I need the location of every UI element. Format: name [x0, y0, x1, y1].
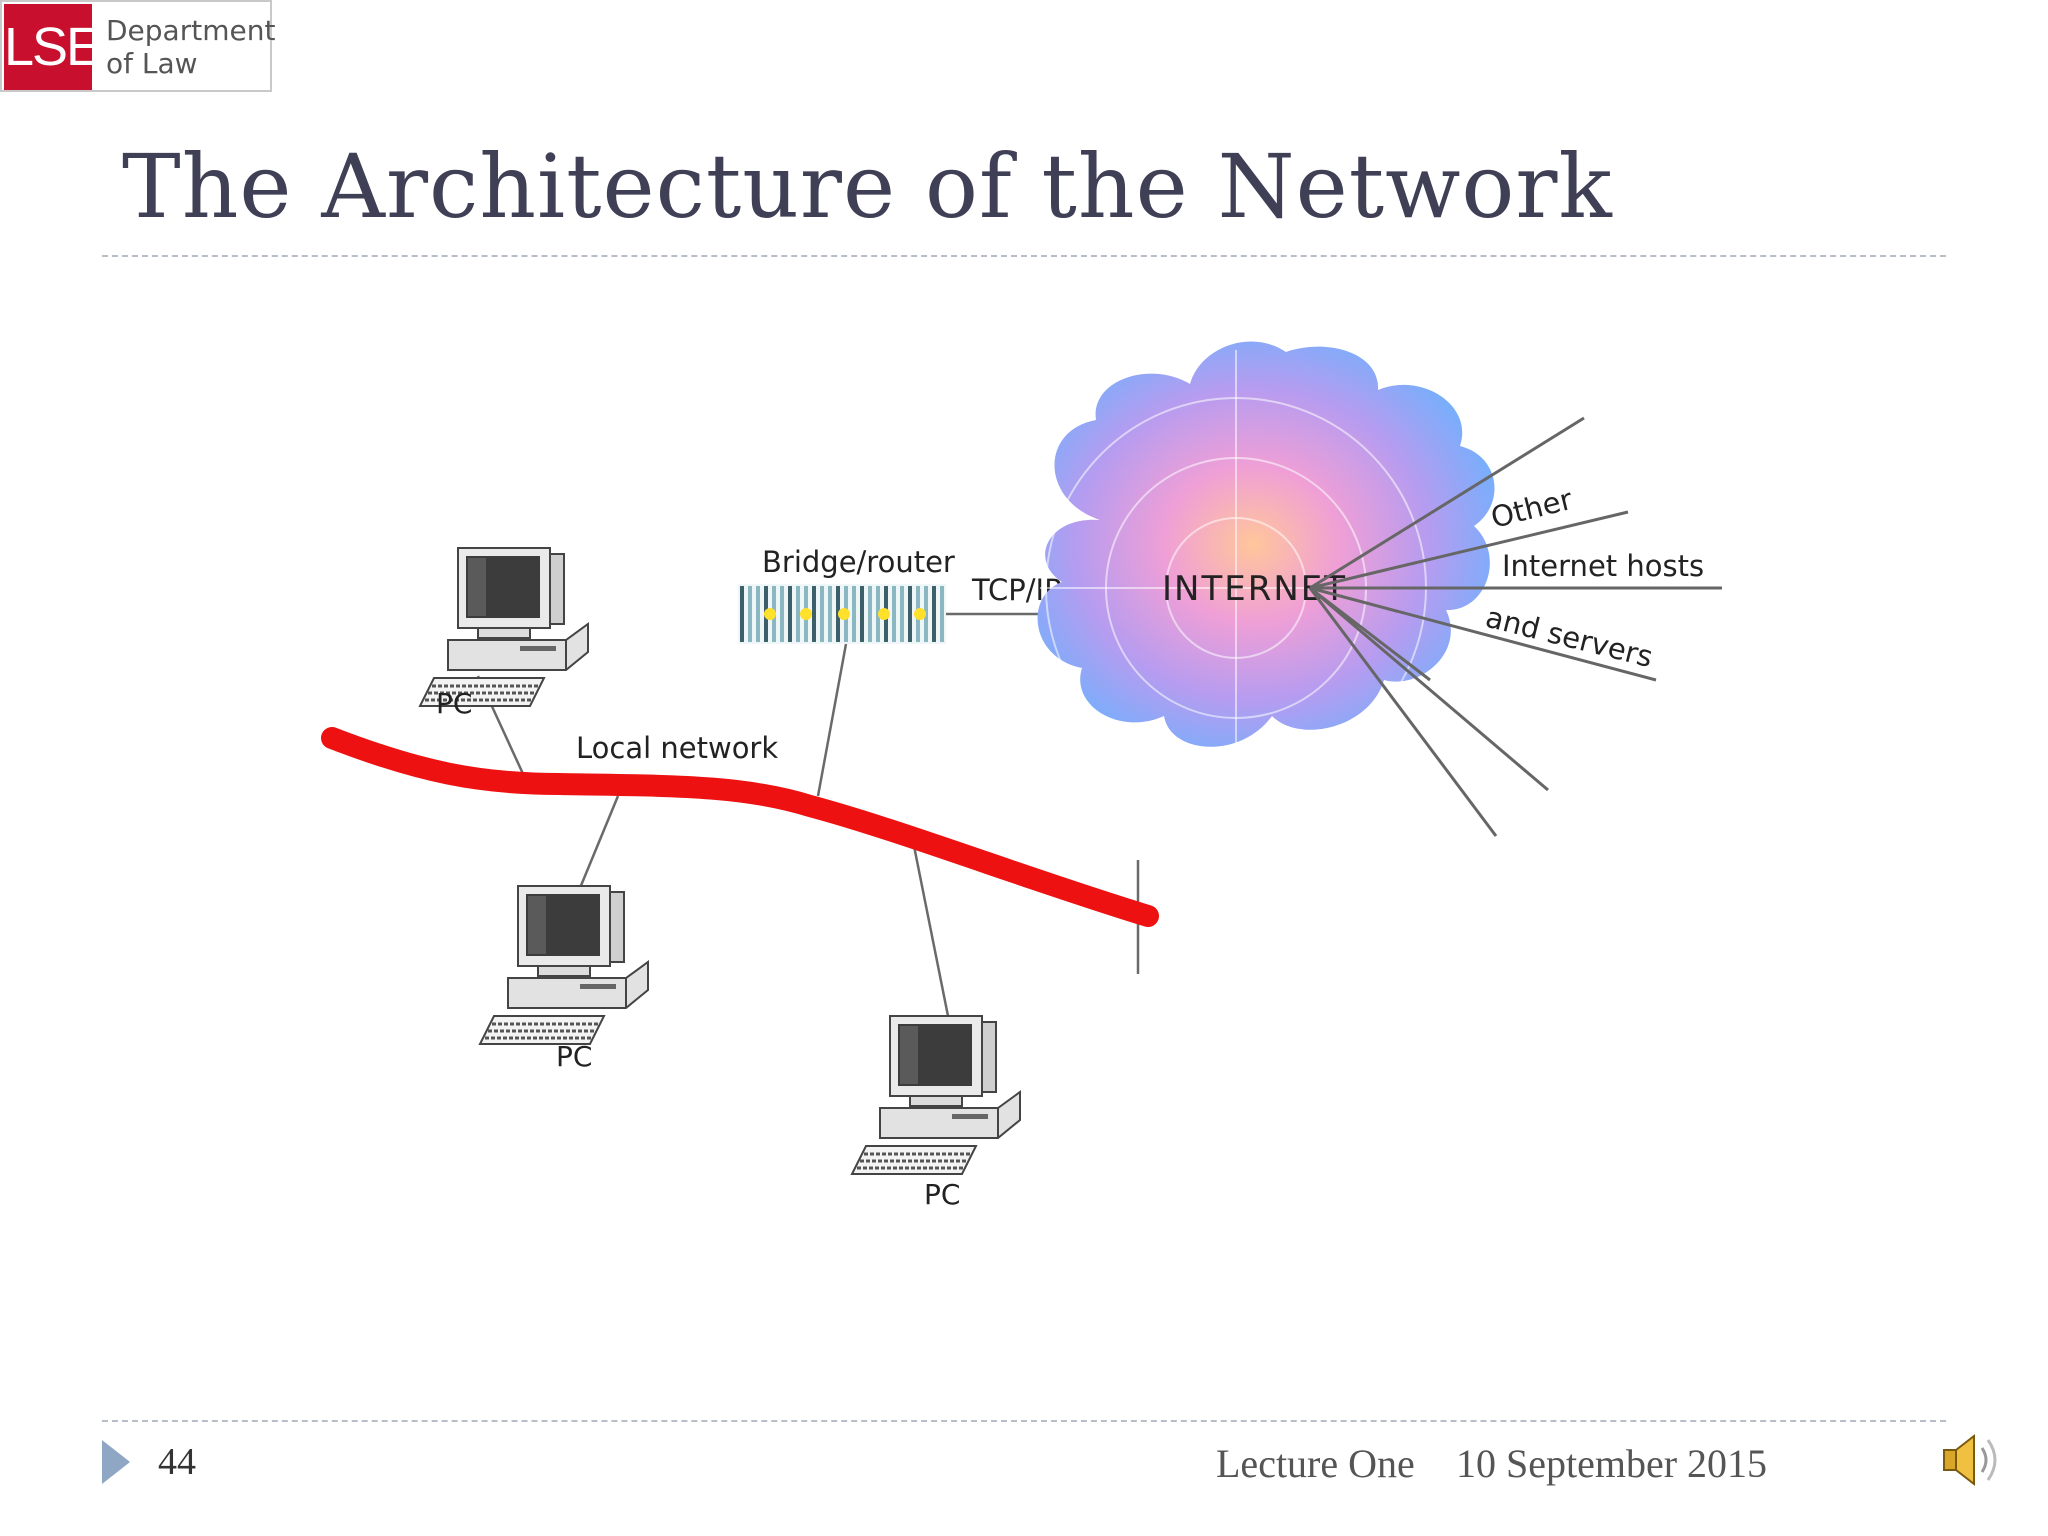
lse-logo: LSE Department of Law: [0, 0, 276, 92]
router-led-1: [764, 608, 776, 620]
lse-logo-mark: LSE: [4, 4, 102, 90]
bridge-router-icon: [738, 584, 946, 644]
lecture-date: 10 September 2015: [1456, 1441, 1768, 1486]
page-number: 44: [158, 1441, 196, 1483]
bridge-router-label: Bridge/router: [762, 545, 955, 579]
internet-cloud: [1037, 341, 1495, 779]
pc-label-2: PC: [556, 1040, 592, 1073]
department-line-2: of Law: [106, 47, 198, 80]
pc-label-3: PC: [924, 1178, 960, 1211]
lecture-name: Lecture One: [1216, 1441, 1415, 1486]
router-led-2: [800, 608, 812, 620]
local-network-label: Local network: [576, 731, 778, 765]
title-divider: [102, 255, 1946, 257]
pc-icon-2: [478, 884, 650, 1046]
department-line-1: Department: [106, 14, 276, 47]
router-led-4: [878, 608, 890, 620]
speaker-icon[interactable]: [1936, 1428, 2006, 1492]
local-network-cable: [321, 727, 1159, 927]
footer-divider: [102, 1420, 1946, 1422]
pc-icon-1: [418, 546, 590, 708]
internet-hosts-label: Internet hosts: [1502, 549, 1704, 583]
router-led-5: [914, 608, 926, 620]
and-servers-label: and servers: [1482, 600, 1656, 674]
play-triangle-icon[interactable]: [102, 1440, 130, 1484]
router-led-3: [838, 608, 850, 620]
slide-title: The Architecture of the Network: [122, 135, 1613, 238]
pc-label-1: PC: [436, 687, 472, 720]
pc-icon-3: [850, 1014, 1022, 1176]
internet-host-lines: [1308, 416, 1722, 837]
department-name: Department of Law: [106, 14, 276, 80]
